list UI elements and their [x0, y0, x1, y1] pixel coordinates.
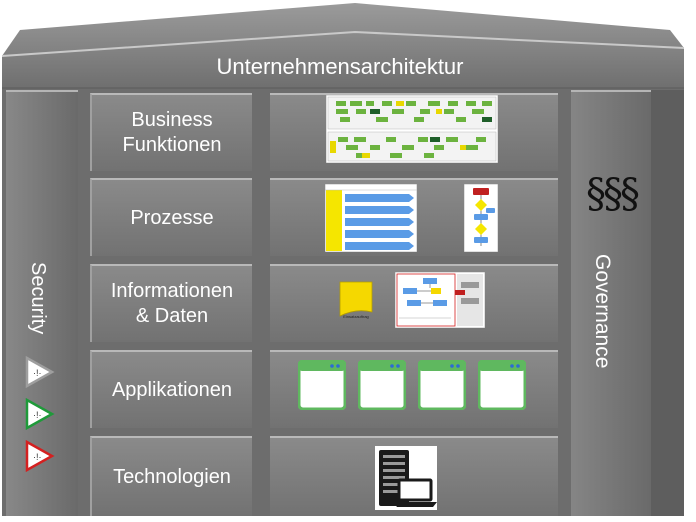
- paragraph-symbol: §§§: [586, 171, 640, 217]
- application-window-icon: [358, 360, 406, 410]
- svg-text:·!·: ·!·: [33, 368, 42, 378]
- application-window-icon: [418, 360, 466, 410]
- roof: [1, 3, 685, 89]
- roof-title: Unternehmensarchitektur: [216, 54, 464, 79]
- server-laptop-icon: [375, 446, 437, 510]
- grey-warning-icon: ·!·: [25, 356, 55, 388]
- governance-pillar: [571, 90, 651, 516]
- einsatzauftrag-note: [339, 281, 373, 317]
- process-flow-thumbnail: [464, 184, 498, 252]
- layer-label-informationen: Informationen& Daten: [90, 264, 252, 342]
- process-table-thumbnail: [325, 184, 417, 252]
- layer-label-prozesse: Prozesse: [90, 178, 252, 256]
- layer-label-applikationen: Applikationen: [90, 350, 252, 428]
- svg-text:·!·: ·!·: [33, 452, 42, 462]
- business-function-map-thumbnail: [326, 95, 498, 163]
- governance-side: [651, 90, 684, 516]
- governance-label: Governance: [591, 254, 614, 369]
- green-warning-icon: ·!·: [25, 398, 55, 430]
- data-object-label: Einsatzauftrag: [343, 314, 369, 319]
- layer-label-technologien: Technologien: [90, 436, 252, 516]
- red-warning-icon: ·!·: [25, 440, 55, 472]
- security-pillar: [6, 90, 78, 516]
- security-label: Security: [27, 262, 49, 335]
- application-window-icon: [298, 360, 346, 410]
- data-flow-thumbnail: [395, 272, 485, 328]
- application-window-icon: [478, 360, 526, 410]
- svg-text:·!·: ·!·: [33, 410, 42, 420]
